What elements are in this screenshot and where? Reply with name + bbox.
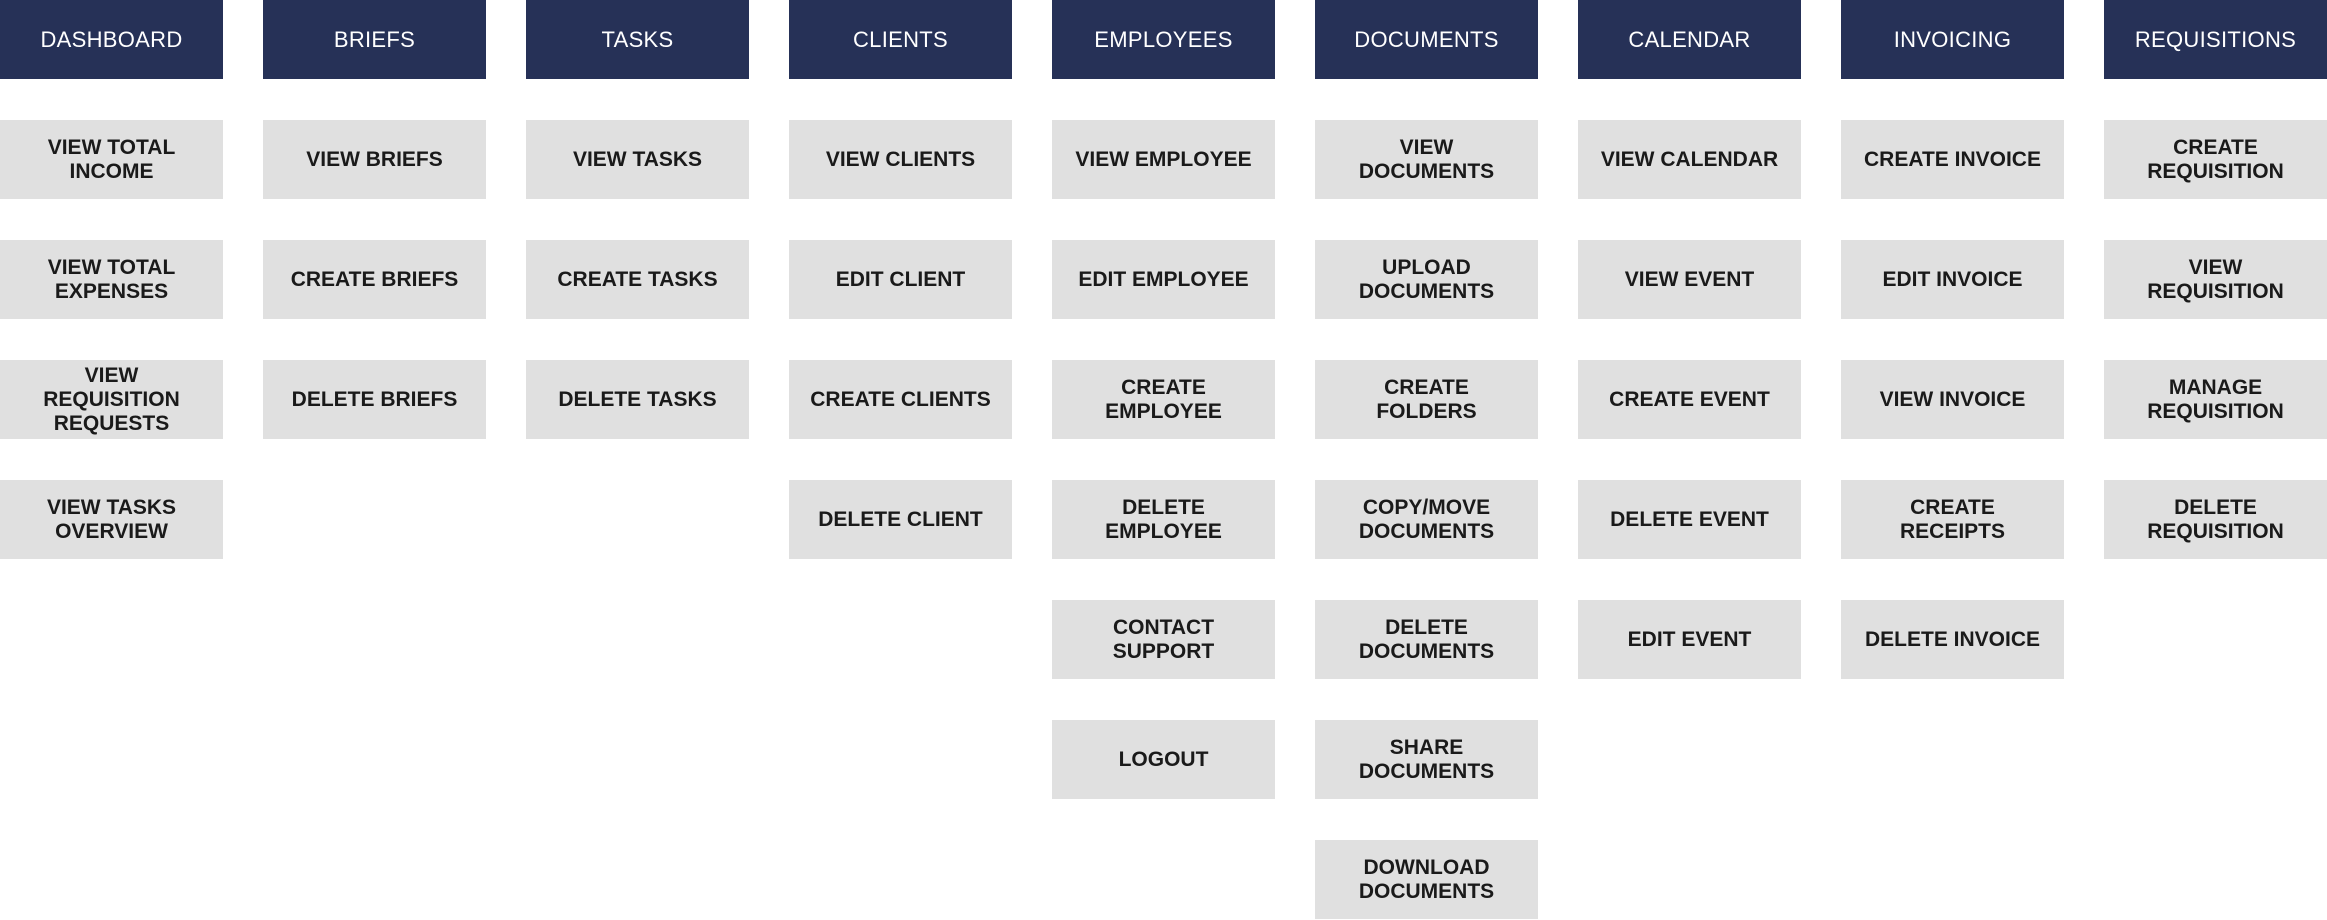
item-edit-invoice[interactable]: EDIT INVOICE (1841, 240, 2064, 319)
header-clients[interactable]: CLIENTS (789, 0, 1012, 79)
item-view-requisition-requests[interactable]: VIEW REQUISITION REQUESTS (0, 360, 223, 439)
item-view-total-income[interactable]: VIEW TOTAL INCOME (0, 120, 223, 199)
header-invoicing[interactable]: INVOICING (1841, 0, 2064, 79)
item-view-total-expenses[interactable]: VIEW TOTAL EXPENSES (0, 240, 223, 319)
item-view-tasks[interactable]: VIEW TASKS (526, 120, 749, 199)
header-employees[interactable]: EMPLOYEES (1052, 0, 1275, 79)
item-create-folders[interactable]: CREATE FOLDERS (1315, 360, 1538, 439)
item-delete-client[interactable]: DELETE CLIENT (789, 480, 1012, 559)
item-view-documents[interactable]: VIEW DOCUMENTS (1315, 120, 1538, 199)
item-delete-employee[interactable]: DELETE EMPLOYEE (1052, 480, 1275, 559)
item-delete-event[interactable]: DELETE EVENT (1578, 480, 1801, 559)
item-view-employee[interactable]: VIEW EMPLOYEE (1052, 120, 1275, 199)
item-create-tasks[interactable]: CREATE TASKS (526, 240, 749, 319)
header-calendar[interactable]: CALENDAR (1578, 0, 1801, 79)
item-create-employee[interactable]: CREATE EMPLOYEE (1052, 360, 1275, 439)
item-view-briefs[interactable]: VIEW BRIEFS (263, 120, 486, 199)
item-view-tasks-overview[interactable]: VIEW TASKS OVERVIEW (0, 480, 223, 559)
header-briefs[interactable]: BRIEFS (263, 0, 486, 79)
item-logout[interactable]: LOGOUT (1052, 720, 1275, 799)
item-delete-invoice[interactable]: DELETE INVOICE (1841, 600, 2064, 679)
item-delete-documents[interactable]: DELETE DOCUMENTS (1315, 600, 1538, 679)
item-share-documents[interactable]: SHARE DOCUMENTS (1315, 720, 1538, 799)
item-view-calendar[interactable]: VIEW CALENDAR (1578, 120, 1801, 199)
item-edit-employee[interactable]: EDIT EMPLOYEE (1052, 240, 1275, 319)
item-create-requisition[interactable]: CREATE REQUISITION (2104, 120, 2327, 199)
item-edit-client[interactable]: EDIT CLIENT (789, 240, 1012, 319)
item-contact-support[interactable]: CONTACT SUPPORT (1052, 600, 1275, 679)
header-requisitions[interactable]: REQUISITIONS (2104, 0, 2327, 79)
item-view-clients[interactable]: VIEW CLIENTS (789, 120, 1012, 199)
header-documents[interactable]: DOCUMENTS (1315, 0, 1538, 79)
item-view-requisition[interactable]: VIEW REQUISITION (2104, 240, 2327, 319)
item-manage-requisition[interactable]: MANAGE REQUISITION (2104, 360, 2327, 439)
item-upload-documents[interactable]: UPLOAD DOCUMENTS (1315, 240, 1538, 319)
header-dashboard[interactable]: DASHBOARD (0, 0, 223, 79)
item-delete-requisition[interactable]: DELETE REQUISITION (2104, 480, 2327, 559)
item-create-clients[interactable]: CREATE CLIENTS (789, 360, 1012, 439)
item-view-invoice[interactable]: VIEW INVOICE (1841, 360, 2064, 439)
item-view-event[interactable]: VIEW EVENT (1578, 240, 1801, 319)
item-delete-tasks[interactable]: DELETE TASKS (526, 360, 749, 439)
item-create-invoice[interactable]: CREATE INVOICE (1841, 120, 2064, 199)
item-download-documents[interactable]: DOWNLOAD DOCUMENTS (1315, 840, 1538, 919)
item-edit-event[interactable]: EDIT EVENT (1578, 600, 1801, 679)
item-create-briefs[interactable]: CREATE BRIEFS (263, 240, 486, 319)
item-create-receipts[interactable]: CREATE RECEIPTS (1841, 480, 2064, 559)
item-create-event[interactable]: CREATE EVENT (1578, 360, 1801, 439)
item-copy-move-documents[interactable]: COPY/MOVE DOCUMENTS (1315, 480, 1538, 559)
item-delete-briefs[interactable]: DELETE BRIEFS (263, 360, 486, 439)
header-tasks[interactable]: TASKS (526, 0, 749, 79)
